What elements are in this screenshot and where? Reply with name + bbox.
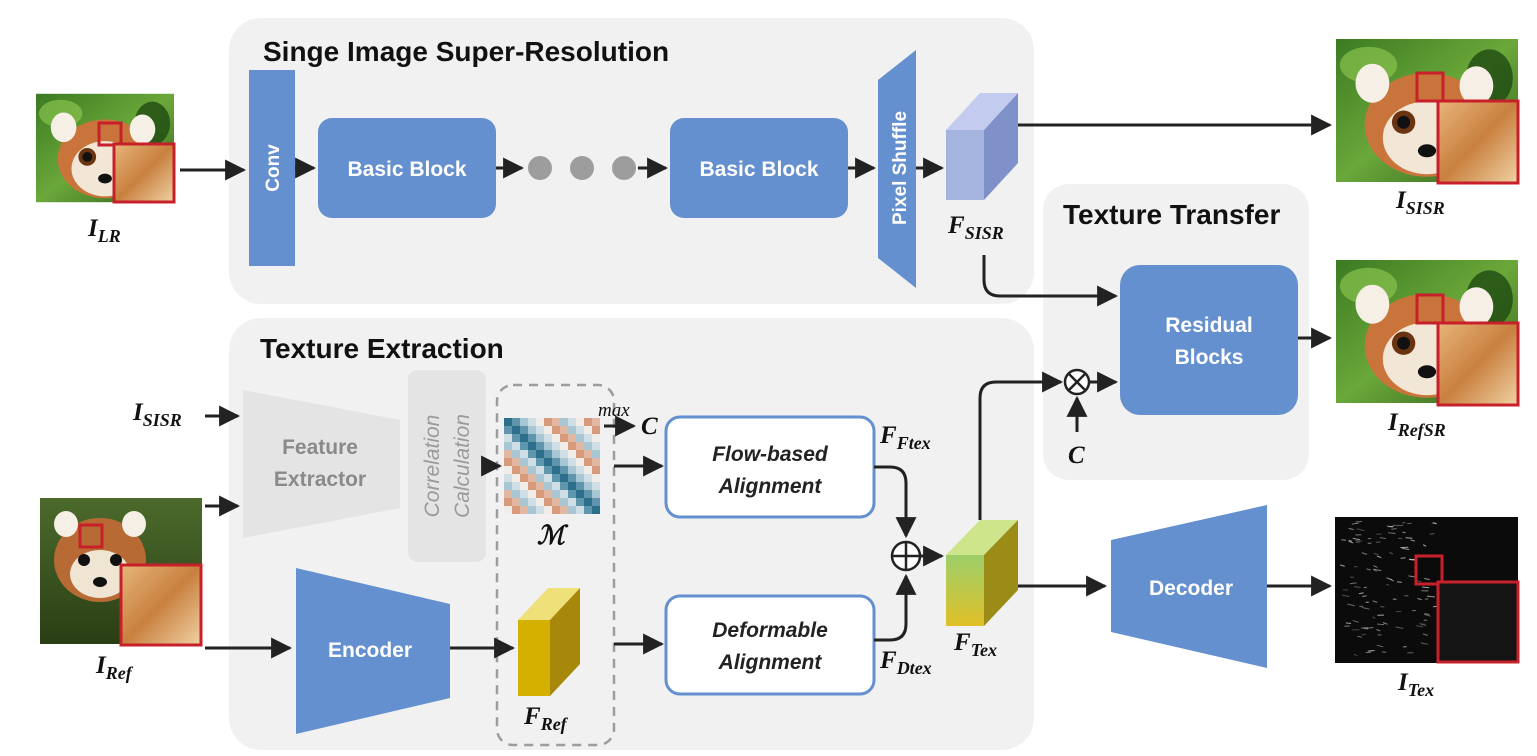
arrow-deformable-to-add: [874, 573, 917, 642]
i-sisr-input-label: ISISR: [132, 399, 182, 430]
i-ref-label: IRef: [95, 652, 134, 683]
lr-input-image: [36, 93, 176, 204]
i-refsr-label: IRefSR: [1387, 409, 1446, 440]
ellipsis-dot-3: [612, 156, 636, 180]
f-tex-label: FTex: [953, 629, 997, 660]
basic-block-2: [670, 118, 848, 218]
correlation-label-2: Calculation: [451, 414, 474, 518]
feature-extractor-label-2: Extractor: [274, 468, 366, 491]
decoder-label: Decoder: [1149, 577, 1233, 600]
i-sisr-output-label: ISISR: [1395, 187, 1445, 218]
multiply-operator: [1063, 368, 1091, 396]
arrow-flow-to-add: [874, 465, 917, 539]
basic-block-1: [318, 118, 496, 218]
i-tex-label: ITex: [1397, 669, 1434, 700]
arrow-ftex-to-multiply: [978, 371, 1064, 520]
deformable-label-1: Deformable: [712, 619, 828, 642]
f-sisr-label: FSISR: [947, 212, 1004, 243]
residual-label-1: Residual: [1165, 314, 1253, 337]
basic-block-1-label: Basic Block: [347, 158, 466, 181]
i-lr-label: ILR: [87, 215, 121, 246]
ellipsis-dot-2: [570, 156, 594, 180]
f-dtex-label: FDtex: [879, 647, 932, 678]
texture-extraction-title: Texture Extraction: [260, 333, 504, 364]
arrow-fsisr-to-residual: [982, 255, 1119, 307]
deformable-label-2: Alignment: [718, 651, 823, 674]
correlation-label-1: Correlation: [421, 415, 444, 518]
conv-block: [249, 70, 295, 266]
add-operator: [890, 540, 922, 572]
sisr-output-image: [1336, 39, 1520, 185]
f-ftex-label: FFtex: [879, 422, 931, 453]
c-bottom-label: C: [1068, 442, 1085, 469]
f-ref-feature-cube: [518, 588, 580, 696]
flow-label-2: Alignment: [718, 475, 823, 498]
ellipsis-dot-1: [528, 156, 552, 180]
basic-block-2-label: Basic Block: [699, 158, 818, 181]
correlation-calculation-block: [408, 370, 486, 562]
residual-label-2: Blocks: [1175, 346, 1244, 369]
texture-map-image: [1335, 517, 1521, 664]
f-sisr-feature-cube: [946, 93, 1018, 200]
feature-extractor-label-1: Feature: [282, 436, 358, 459]
deformable-alignment-block: [664, 594, 876, 696]
texture-transfer-title: Texture Transfer: [1063, 199, 1280, 230]
ref-input-image: [40, 498, 203, 647]
decoder-block: [1111, 505, 1267, 668]
pixel-shuffle-label: Pixel Shuffle: [890, 111, 911, 225]
flow-label-1: Flow-based: [712, 443, 829, 466]
refsr-output-image: [1336, 260, 1520, 407]
feature-extractor-block: [243, 390, 400, 538]
f-ref-label: FRef: [523, 703, 569, 734]
flow-based-alignment-block: [664, 415, 876, 519]
dashed-matching-group: [495, 383, 616, 747]
c-top-label: C: [641, 413, 658, 440]
f-tex-feature-cube: [946, 520, 1018, 626]
pixel-shuffle-block: [878, 50, 916, 288]
max-label: max: [598, 400, 630, 421]
matrix-m-label: ℳ: [537, 521, 569, 550]
conv-label: Conv: [263, 144, 284, 192]
encoder-block: [296, 568, 450, 734]
sisr-panel-title: Singe Image Super-Resolution: [263, 36, 669, 67]
correlation-matrix-image: [504, 418, 600, 514]
residual-blocks: [1120, 265, 1298, 415]
encoder-label: Encoder: [328, 639, 412, 662]
